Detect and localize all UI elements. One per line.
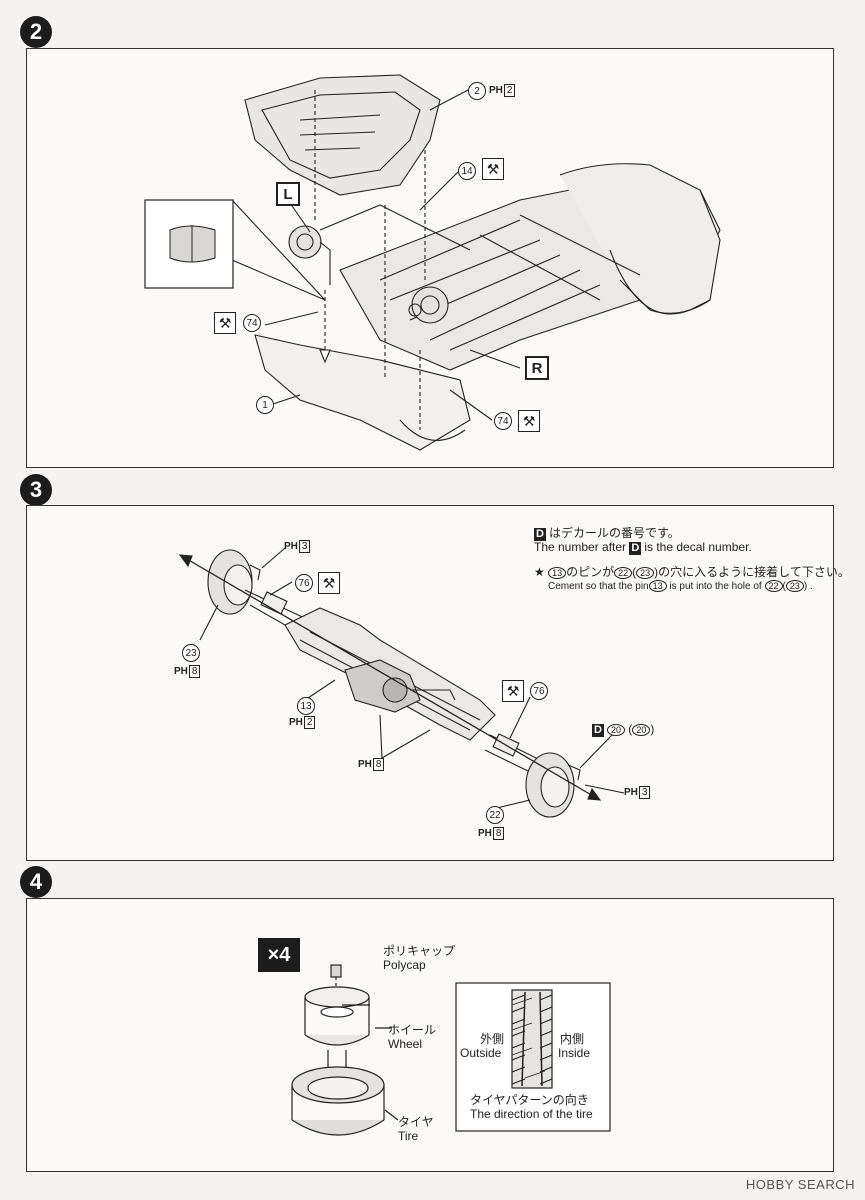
tire-direction-jp: タイヤパターンの向き <box>470 1093 589 1107</box>
box-R: R <box>525 356 549 380</box>
wheel-label-en: Wheel <box>388 1037 423 1051</box>
callout-22: 22 <box>486 806 504 824</box>
step-2-badge: 2 <box>20 16 52 48</box>
box-L: L <box>276 182 300 206</box>
watermark: HOBBY SEARCH <box>745 1177 855 1192</box>
callout-1: 1 <box>256 396 274 414</box>
cement-icon-step2-left: ⚒ <box>214 312 236 334</box>
cement-icon-step2-top: ⚒ <box>482 158 504 180</box>
callout-74-right: 74 <box>494 412 512 430</box>
callout-13: 13 <box>297 697 315 715</box>
polycap-label-jp: ポリキャップ <box>383 944 456 958</box>
outside-label-en: Outside <box>460 1046 502 1060</box>
step-3-panel <box>26 505 834 861</box>
multiplier-badge: ×4 <box>258 938 300 972</box>
tire-label-en: Tire <box>398 1129 419 1143</box>
polycap-label-en: Polycap <box>383 958 426 972</box>
cement-icon-step2-right: ⚒ <box>518 410 540 432</box>
callout-76-right: 76 <box>530 682 548 700</box>
wheel-label-jp: ホイール <box>388 1023 437 1037</box>
callout-23: 23 <box>182 644 200 662</box>
tire-label-jp: タイヤ <box>398 1115 434 1129</box>
callout-76-left: 76 <box>295 574 313 592</box>
inside-label-jp: 内側 <box>560 1032 585 1046</box>
step-4-badge: 4 <box>20 866 52 898</box>
cement-icon-step3-right: ⚒ <box>502 680 524 702</box>
cement-icon-step3-left: ⚒ <box>318 572 340 594</box>
inside-label-en: Inside <box>558 1046 591 1060</box>
callout-74-left: 74 <box>243 314 261 332</box>
step-2-panel <box>26 48 834 468</box>
callout-14: 14 <box>458 162 476 180</box>
step-3-badge: 3 <box>20 474 52 506</box>
tire-direction-en: The direction of the tire <box>470 1107 593 1121</box>
callout-2: 2 <box>468 82 486 100</box>
step-4-panel <box>26 898 834 1172</box>
outside-label-jp: 外側 <box>480 1032 505 1046</box>
